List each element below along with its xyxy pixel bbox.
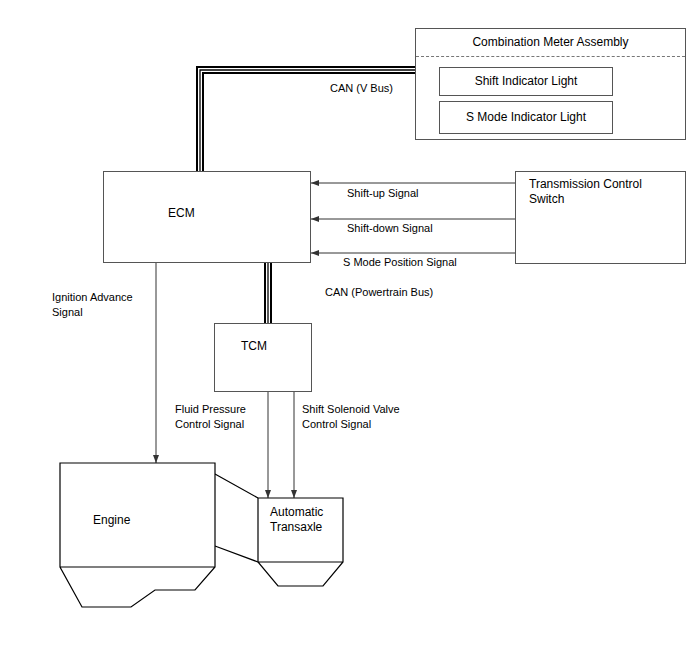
engine-shape-outline xyxy=(60,463,215,608)
connector xyxy=(264,263,272,323)
connector xyxy=(200,70,415,171)
signal-label: CAN (V Bus) xyxy=(330,81,393,96)
signal-label: Shift-down Signal xyxy=(347,221,433,236)
connector xyxy=(311,183,515,184)
connector xyxy=(268,392,269,498)
tcm-box: TCM xyxy=(214,323,312,392)
signal-label: Fluid Pressure Control Signal xyxy=(175,402,263,432)
connector xyxy=(311,219,515,220)
header-divider xyxy=(416,56,685,57)
connector xyxy=(156,263,157,463)
signal-label: CAN (Powertrain Bus) xyxy=(325,285,433,300)
ecm-box: ECM xyxy=(103,171,311,263)
indicator-light: S Mode Indicator Light xyxy=(439,101,613,134)
node-text: Transmission Control Switch xyxy=(529,177,659,207)
signal-label: Shift Solenoid Valve Control Signal xyxy=(302,402,412,432)
connector xyxy=(200,70,415,171)
node-text: Combination Meter Assembly xyxy=(416,35,685,50)
node-text: ECM xyxy=(168,206,310,221)
signal-label: Shift-up Signal xyxy=(347,186,419,201)
node-text: Engine xyxy=(93,513,215,528)
node-text: Shift Indicator Light xyxy=(444,74,608,89)
connector xyxy=(266,263,270,323)
signal-label: Ignition Advance Signal xyxy=(52,290,152,320)
engine-shape: Engine xyxy=(60,463,215,608)
signal-label: S Mode Position Signal xyxy=(343,255,457,270)
node-text: S Mode Indicator Light xyxy=(444,110,608,125)
switch-box: Transmission Control Switch xyxy=(515,171,686,264)
connector xyxy=(267,263,268,323)
node-text: Automatic Transaxle xyxy=(270,505,343,535)
indicator-light: Shift Indicator Light xyxy=(439,67,613,96)
node-text: TCM xyxy=(241,339,311,354)
connector xyxy=(294,392,295,498)
meter-assembly: Combination Meter AssemblyShift Indicato… xyxy=(415,28,686,140)
connector xyxy=(311,253,515,254)
connector xyxy=(200,70,415,171)
transaxle-shape: Automatic Transaxle xyxy=(258,498,343,587)
